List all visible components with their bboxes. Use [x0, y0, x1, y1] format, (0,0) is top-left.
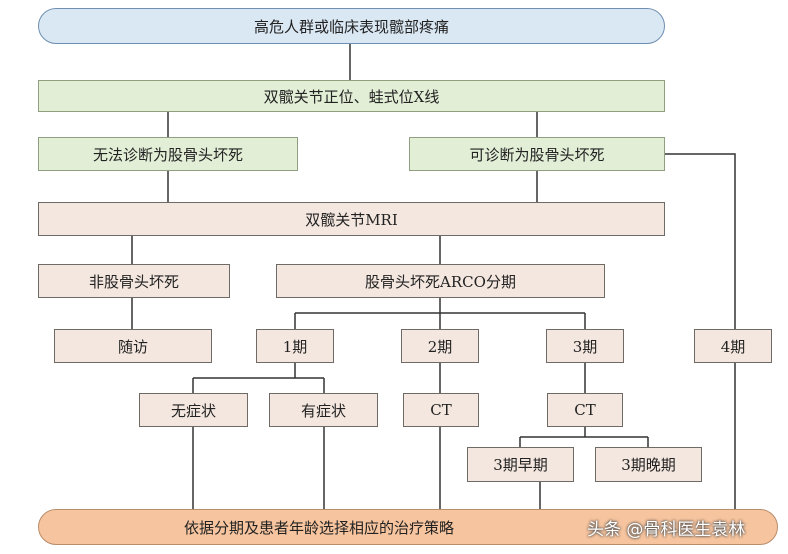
undiagnosed-node: 无法诊断为股骨头坏死	[38, 137, 298, 171]
stage3-node: 3期	[546, 329, 624, 363]
xray-node: 双髋关节正位、蛙式位X线	[38, 80, 665, 112]
arco-staging-node: 股骨头坏死ARCO分期	[276, 264, 605, 298]
stage1-node: 1期	[256, 329, 334, 363]
asymptomatic-node: 无症状	[139, 393, 248, 427]
stage4-node: 4期	[694, 329, 772, 363]
non-onfh-node: 非股骨头坏死	[38, 264, 230, 298]
stage2-node: 2期	[401, 329, 479, 363]
symptomatic-node: 有症状	[269, 393, 378, 427]
ct-stage2-node: CT	[403, 393, 479, 427]
start-node: 高危人群或临床表现髋部疼痛	[38, 8, 665, 44]
treatment-node: 依据分期及患者年龄选择相应的治疗策略	[38, 509, 778, 545]
watermark: 头条 @骨科医生袁林	[587, 520, 746, 540]
stage3-late-node: 3期晚期	[595, 447, 702, 482]
ct-stage3-node: CT	[547, 393, 623, 427]
followup-node: 随访	[54, 329, 212, 363]
mri-node: 双髋关节MRI	[38, 202, 665, 236]
diagnosed-node: 可诊断为股骨头坏死	[409, 137, 665, 171]
stage3-early-node: 3期早期	[467, 447, 574, 482]
